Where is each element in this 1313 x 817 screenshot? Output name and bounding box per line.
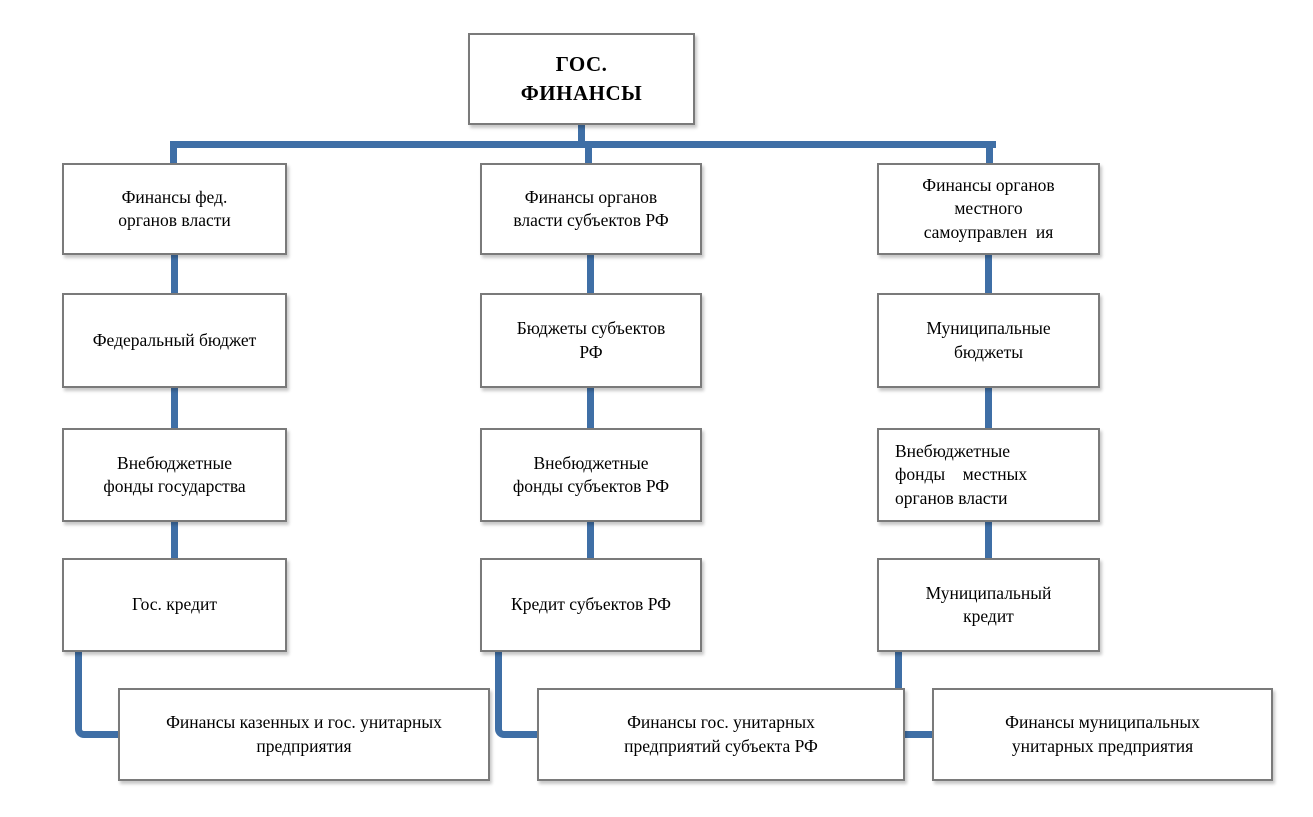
connector-col1-r3-r4 [171,522,178,560]
node-regional-extrabudgetary-funds: Внебюджетные фонды субъектов РФ [480,428,702,522]
node-municipal-credit: Муниципальный кредит [877,558,1100,652]
node-state-unitary-enterprises-finances: Финансы казенных и гос. унитарных предпр… [118,688,490,781]
node-state-credit: Гос. кредит [62,558,287,652]
node-regional-unitary-enterprises-finances: Финансы гос. унитарных предприятий субъе… [537,688,905,781]
node-regional-budgets: Бюджеты субъектов РФ [480,293,702,388]
node-local-extrabudgetary-funds: Внебюджетные фонды местных органов власт… [877,428,1100,522]
connector-col2-r3-r4 [587,522,594,560]
node-state-finances: ГОС. ФИНАНСЫ [468,33,695,125]
connector-col3-r2-r3 [985,388,992,430]
node-federal-authorities-finances: Финансы фед. органов власти [62,163,287,255]
connector-col2-r1-r2 [587,255,594,295]
node-state-extrabudgetary-funds: Внебюджетные фонды государства [62,428,287,522]
node-federal-budget: Федеральный бюджет [62,293,287,388]
connector-col1-r1-r2 [171,255,178,295]
node-regional-authorities-finances: Финансы органов власти субъектов РФ [480,163,702,255]
connector-drop-middle [585,141,592,167]
connector-col1-r2-r3 [171,388,178,430]
connector-drop-left [170,141,177,167]
connector-col2-elbow [495,650,538,738]
connector-drop-right [986,141,993,167]
connector-top-horizontal [170,141,996,148]
connector-root-stub [578,125,585,145]
connector-col3-r3-r4 [985,522,992,560]
connector-col3-r1-r2 [985,255,992,295]
node-local-authorities-finances: Финансы органов местного самоуправлен ия [877,163,1100,255]
node-municipal-budgets: Муниципальные бюджеты [877,293,1100,388]
connector-col2-r2-r3 [587,388,594,430]
node-municipal-unitary-enterprises-finances: Финансы муниципальных унитарных предприя… [932,688,1273,781]
node-regional-credit: Кредит субъектов РФ [480,558,702,652]
connector-col1-elbow [75,650,119,738]
